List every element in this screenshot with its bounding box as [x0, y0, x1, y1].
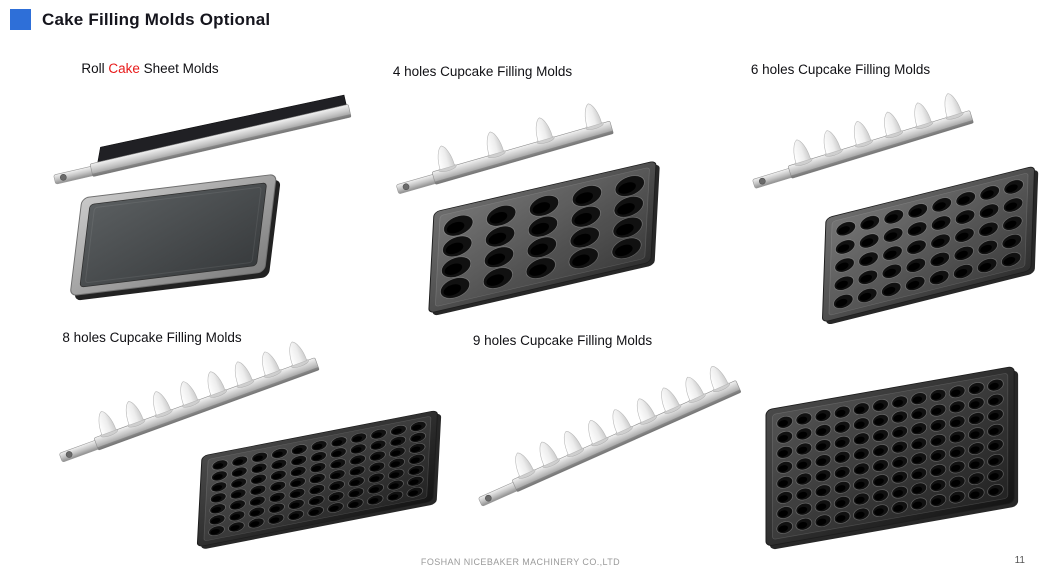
- roll-cake-sheet-pan-image: [70, 174, 281, 301]
- cupcake-4-nozzle-bar-image: [396, 103, 614, 194]
- product-label-roll-cake: Roll Cake Sheet Molds: [55, 61, 245, 76]
- page-number: 11: [1014, 555, 1025, 566]
- label-part-highlight: Cake: [108, 61, 140, 76]
- product-label-cupcake-9: 9 holes Cupcake Filling Molds: [472, 333, 653, 348]
- label-part: Sheet Molds: [139, 61, 219, 76]
- title-bar: Cake Filling Molds Optional: [10, 9, 270, 30]
- product-label-cupcake-6: 6 holes Cupcake Filling Molds: [750, 62, 931, 77]
- cupcake-6-nozzle-bar-image: [752, 93, 974, 189]
- roll-cake-nozzle-bar-image: [53, 94, 352, 185]
- cupcake-9-nozzle-bar-image: [478, 366, 742, 507]
- cupcake-8-nozzle-bar-image: [59, 341, 320, 463]
- cupcake-8-tray-image: [196, 410, 442, 549]
- product-label-cupcake-4: 4 holes Cupcake Filling Molds: [392, 64, 573, 79]
- page-title: Cake Filling Molds Optional: [42, 9, 271, 29]
- title-accent-square-icon: [10, 9, 31, 30]
- cupcake-9-tray-image: [765, 366, 1019, 550]
- product-label-cupcake-8: 8 holes Cupcake Filling Molds: [62, 330, 242, 345]
- label-part: Roll: [81, 61, 109, 76]
- cupcake-4-tray-image: [428, 161, 660, 316]
- cupcake-6-tray-image: [822, 166, 1039, 325]
- footer-company-name: FOSHAN NICEBAKER MACHINERY CO.,LTD: [420, 557, 621, 567]
